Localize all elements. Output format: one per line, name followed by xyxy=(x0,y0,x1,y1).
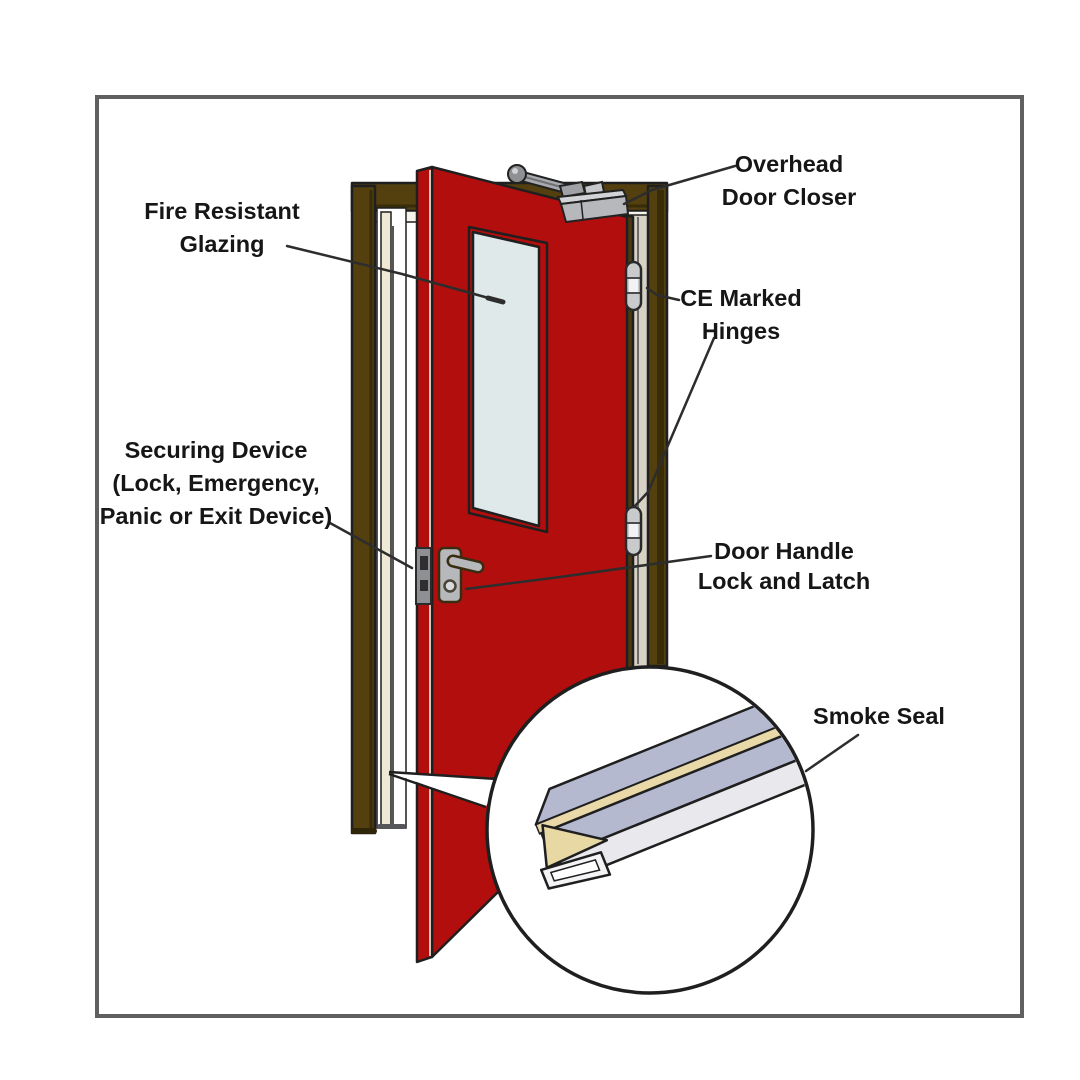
seal-end-wedge xyxy=(541,823,609,869)
closer-pivot-highlight xyxy=(512,168,518,174)
door-handle-lever xyxy=(449,557,482,571)
callout-wedge xyxy=(389,772,497,807)
label-door-handle-line1: Door Handle xyxy=(714,538,854,564)
glazing-pane xyxy=(471,230,541,528)
hinge-top xyxy=(624,260,643,312)
frame-left-trim-cream xyxy=(380,211,392,827)
frame-right-jamb-shadow xyxy=(657,190,664,664)
label-smoke-seal: Smoke Seal xyxy=(813,703,945,729)
leader-smoke-seal xyxy=(804,733,860,773)
callout-wedge-bottom-line xyxy=(388,772,487,809)
door-frame xyxy=(350,181,669,835)
label-fire-resistant-glazing-line1: Fire Resistant xyxy=(144,198,300,224)
frame-left-trim-cap xyxy=(377,824,406,829)
securing-device-latch-slot xyxy=(420,556,428,570)
label-ce-marked-hinges-line2: Hinges xyxy=(702,318,780,344)
closer-body xyxy=(559,194,630,224)
door-keyhole xyxy=(443,579,457,593)
leader-glazing-tip xyxy=(485,295,506,305)
closer-body-divider xyxy=(580,199,584,220)
label-fire-resistant-glazing-line2: Glazing xyxy=(180,231,265,257)
callout-wedge-top-line xyxy=(388,770,498,781)
label-ce-marked-hinges-line1: CE Marked xyxy=(680,285,801,311)
leader-lines xyxy=(285,164,860,773)
securing-device-lock-slot xyxy=(420,580,428,591)
seal-end-groove xyxy=(549,859,601,882)
label-securing-device-line1: Securing Device xyxy=(125,437,308,463)
leader-door-handle xyxy=(464,554,713,591)
overhead-door-closer xyxy=(507,164,630,224)
label-securing-device-line2: (Lock, Emergency, xyxy=(112,470,319,496)
label-securing-device-line3: Panic or Exit Device) xyxy=(100,503,333,529)
hinge-bottom-knuckle xyxy=(629,524,638,537)
hinge-top-knuckle xyxy=(629,279,638,292)
labels: Fire Resistant Glazing Overhead Door Clo… xyxy=(100,151,945,729)
leader-hinge-bottom xyxy=(632,336,716,509)
leader-glazing xyxy=(285,244,505,304)
label-overhead-door-closer-line2: Door Closer xyxy=(722,184,857,210)
leader-hinge-top xyxy=(645,286,681,302)
label-door-handle-line2: Lock and Latch xyxy=(698,568,870,594)
closer-pivot xyxy=(507,164,527,184)
hinge-bottom xyxy=(624,505,643,557)
leader-closer xyxy=(622,164,737,206)
leader-securing-device xyxy=(328,521,414,570)
frame-left-jamb-cap xyxy=(351,828,377,834)
label-overhead-door-closer-line1: Overhead xyxy=(735,151,843,177)
